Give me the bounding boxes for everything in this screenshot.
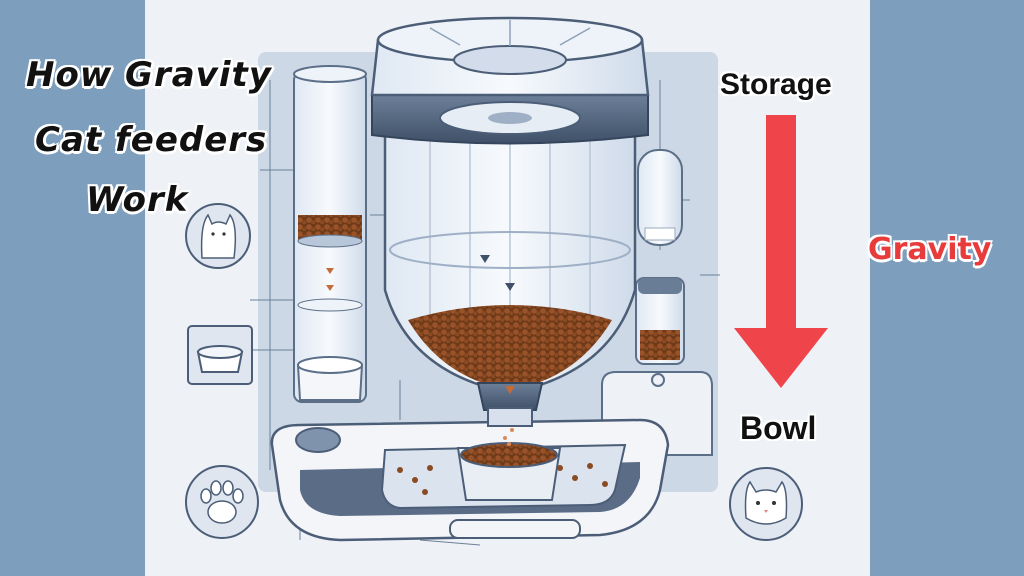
storage-label: Storage: [720, 68, 832, 101]
title-line-1: How Gravity: [26, 55, 272, 95]
storage-hopper: [370, 16, 650, 446]
bowl-icon: [187, 325, 253, 385]
feeder-base: [270, 418, 670, 542]
title-line-3: Work: [86, 180, 189, 220]
gravity-arrow: [734, 115, 828, 388]
left-side-panel: [0, 0, 145, 576]
measuring-tube: [293, 65, 367, 403]
cat-head-icon: [185, 203, 251, 269]
paw-print-icon: [185, 465, 259, 539]
cat-face-icon: [729, 467, 803, 541]
title-line-2: Cat feeders: [35, 120, 268, 160]
right-side-panel: [870, 0, 1024, 576]
bowl-label: Bowl: [740, 410, 817, 446]
gravity-label: Gravity: [868, 232, 992, 267]
